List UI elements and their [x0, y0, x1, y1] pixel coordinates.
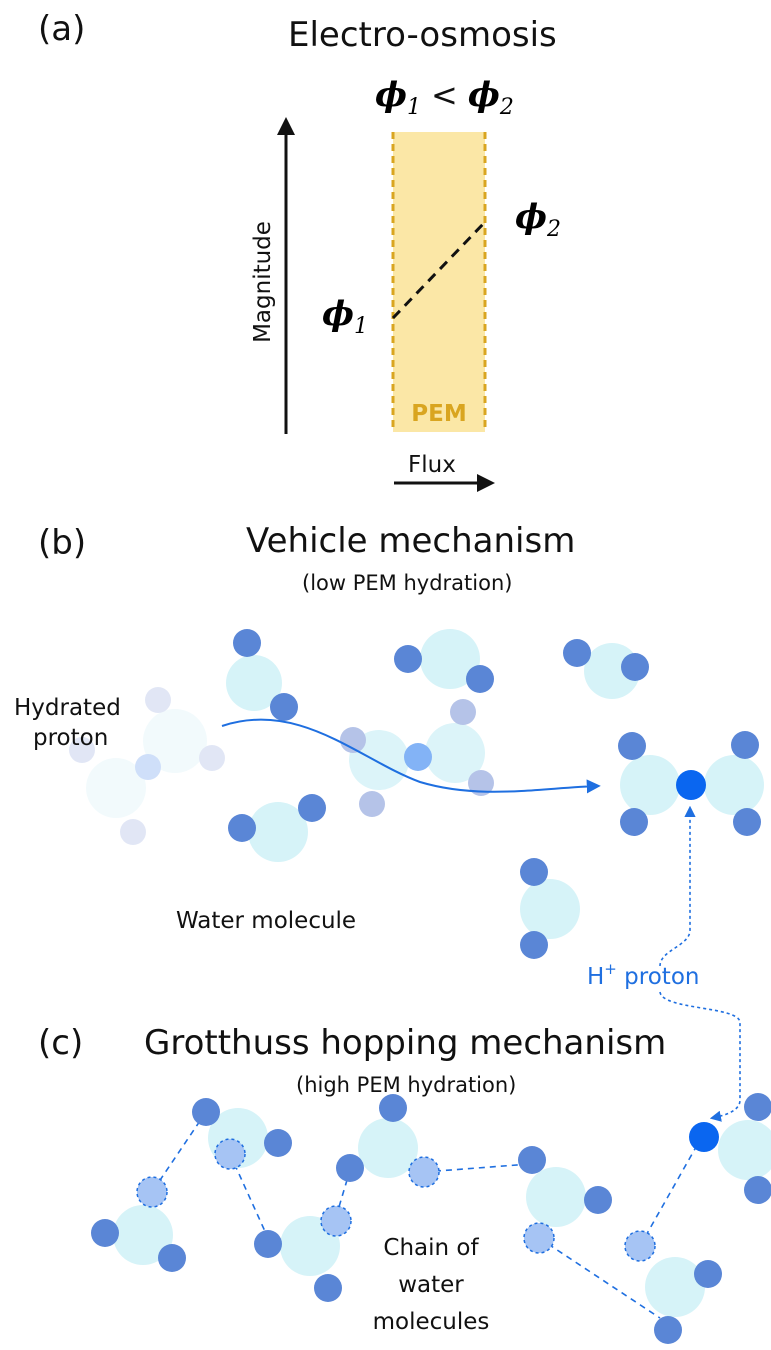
hydrated-proton-label-line2: proton [33, 725, 108, 751]
h-proton [689, 1122, 719, 1152]
h-proton [676, 770, 706, 800]
panel-a-title: Electro-osmosis [288, 15, 557, 55]
chain-label-line3: molecules [373, 1309, 490, 1335]
panel-b-subtitle: (low PEM hydration) [302, 571, 512, 595]
hydrated-proton-faded [69, 687, 225, 845]
flux-label: Flux [408, 452, 456, 478]
water-molecule [518, 1146, 612, 1254]
pem-membrane [393, 132, 485, 432]
hydrated-proton-midway [340, 699, 494, 817]
panel-c-title: Grotthuss hopping mechanism [144, 1023, 666, 1063]
vehicle-transport-arrow [221, 718, 601, 794]
phi2-label: ϕ2 [515, 197, 561, 242]
water-molecule [624, 1230, 722, 1344]
phi1-label: ϕ1 [322, 294, 368, 339]
panel-c-label: (c) [38, 1023, 83, 1063]
hydronium-molecule [689, 1093, 771, 1204]
potential-gradient-line [391, 220, 487, 320]
water-molecule [394, 629, 494, 693]
hydrated-proton [618, 731, 764, 836]
panel-b-title: Vehicle mechanism [246, 521, 575, 561]
water-molecule [563, 639, 649, 699]
phi-comparison: ϕ1<ϕ2 [375, 75, 514, 120]
water-molecule-label: Water molecule [176, 908, 356, 934]
panel-a-label: (a) [38, 9, 85, 49]
h-proton-pointer-up [659, 805, 696, 967]
hydrogen-bond-links [151, 1111, 701, 1319]
water-molecule [228, 794, 326, 862]
panel-c-subtitle: (high PEM hydration) [296, 1073, 516, 1097]
h-proton-pointer-down [659, 991, 741, 1122]
water-molecule [254, 1205, 352, 1302]
chain-label-line2: water [398, 1272, 464, 1298]
water-molecule [336, 1094, 440, 1188]
water-molecule [226, 629, 298, 721]
water-molecule [91, 1176, 186, 1272]
water-molecule [520, 858, 580, 959]
chain-label-line1: Chain of [383, 1235, 479, 1261]
magnitude-axis-label: Magnitude [250, 221, 276, 343]
hydrated-proton-label-line1: Hydrated [14, 695, 121, 721]
water-molecule [192, 1098, 292, 1170]
panel-b-label: (b) [38, 523, 86, 563]
pem-label: PEM [411, 401, 466, 427]
h-proton-label: H+ proton [587, 960, 699, 990]
